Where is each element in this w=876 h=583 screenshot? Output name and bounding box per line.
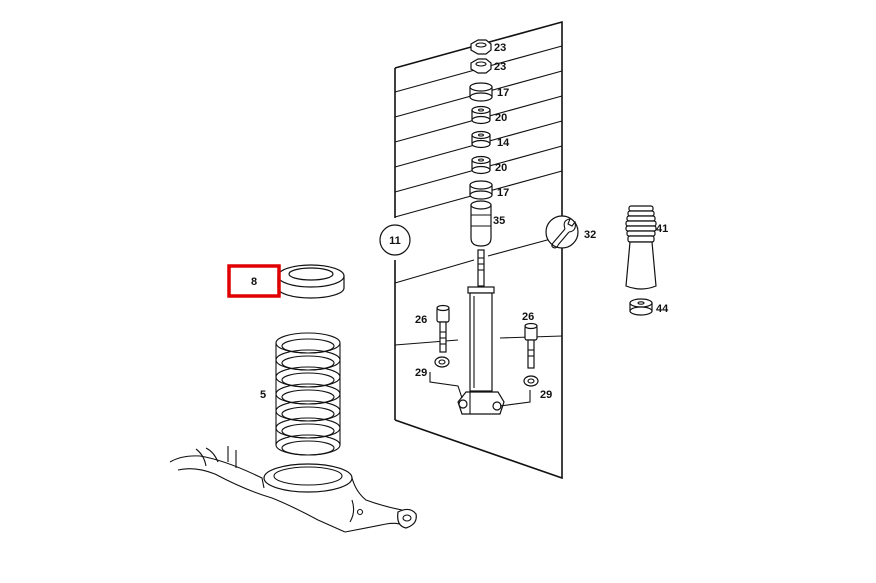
label-23-top: 23 — [494, 42, 506, 54]
label-44: 44 — [656, 303, 669, 315]
spacer-14[interactable] — [471, 130, 491, 149]
label-20-bottom: 20 — [495, 162, 507, 174]
label-17-top: 17 — [497, 87, 509, 99]
lock-washer-29-right[interactable] — [523, 375, 539, 387]
group-callout-11[interactable] — [379, 224, 411, 256]
bushing-20-bottom[interactable] — [471, 155, 491, 175]
lower-control-arm — [169, 446, 417, 533]
label-26-right: 26 — [522, 311, 534, 323]
label-26-left: 26 — [415, 314, 427, 326]
wrench-icon — [545, 215, 579, 249]
label-23-bottom: 23 — [494, 61, 506, 73]
label-14: 14 — [497, 137, 510, 149]
bolt-26-right[interactable] — [524, 322, 538, 369]
nut-23-bottom[interactable] — [470, 58, 492, 74]
label-17-bottom: 17 — [497, 187, 509, 199]
label-41: 41 — [656, 223, 668, 235]
label-20-top: 20 — [495, 112, 507, 124]
dust-boot-41[interactable] — [625, 205, 657, 290]
label-29-left: 29 — [415, 367, 427, 379]
fastener-leader-lines — [429, 372, 531, 407]
label-32: 32 — [584, 229, 596, 241]
spring-pad-8[interactable] — [277, 264, 345, 299]
label-8: 8 — [251, 276, 257, 288]
nut-23-top[interactable] — [470, 39, 492, 55]
label-29-right: 29 — [540, 389, 552, 401]
bump-stop-44[interactable] — [629, 298, 653, 316]
washer-17-top[interactable] — [469, 82, 493, 102]
washer-17-bottom[interactable] — [469, 180, 493, 200]
label-5: 5 — [260, 389, 266, 401]
shock-absorber[interactable] — [457, 249, 505, 415]
highlight-box-part-8 — [227, 264, 281, 298]
bump-stop-35[interactable] — [470, 200, 492, 247]
label-35: 35 — [493, 215, 505, 227]
coil-spring-5[interactable] — [275, 332, 341, 456]
lock-washer-29-left[interactable] — [434, 356, 450, 368]
bushing-20-top[interactable] — [471, 105, 491, 125]
label-11: 11 — [389, 235, 401, 247]
bolt-26-left[interactable] — [436, 304, 450, 353]
